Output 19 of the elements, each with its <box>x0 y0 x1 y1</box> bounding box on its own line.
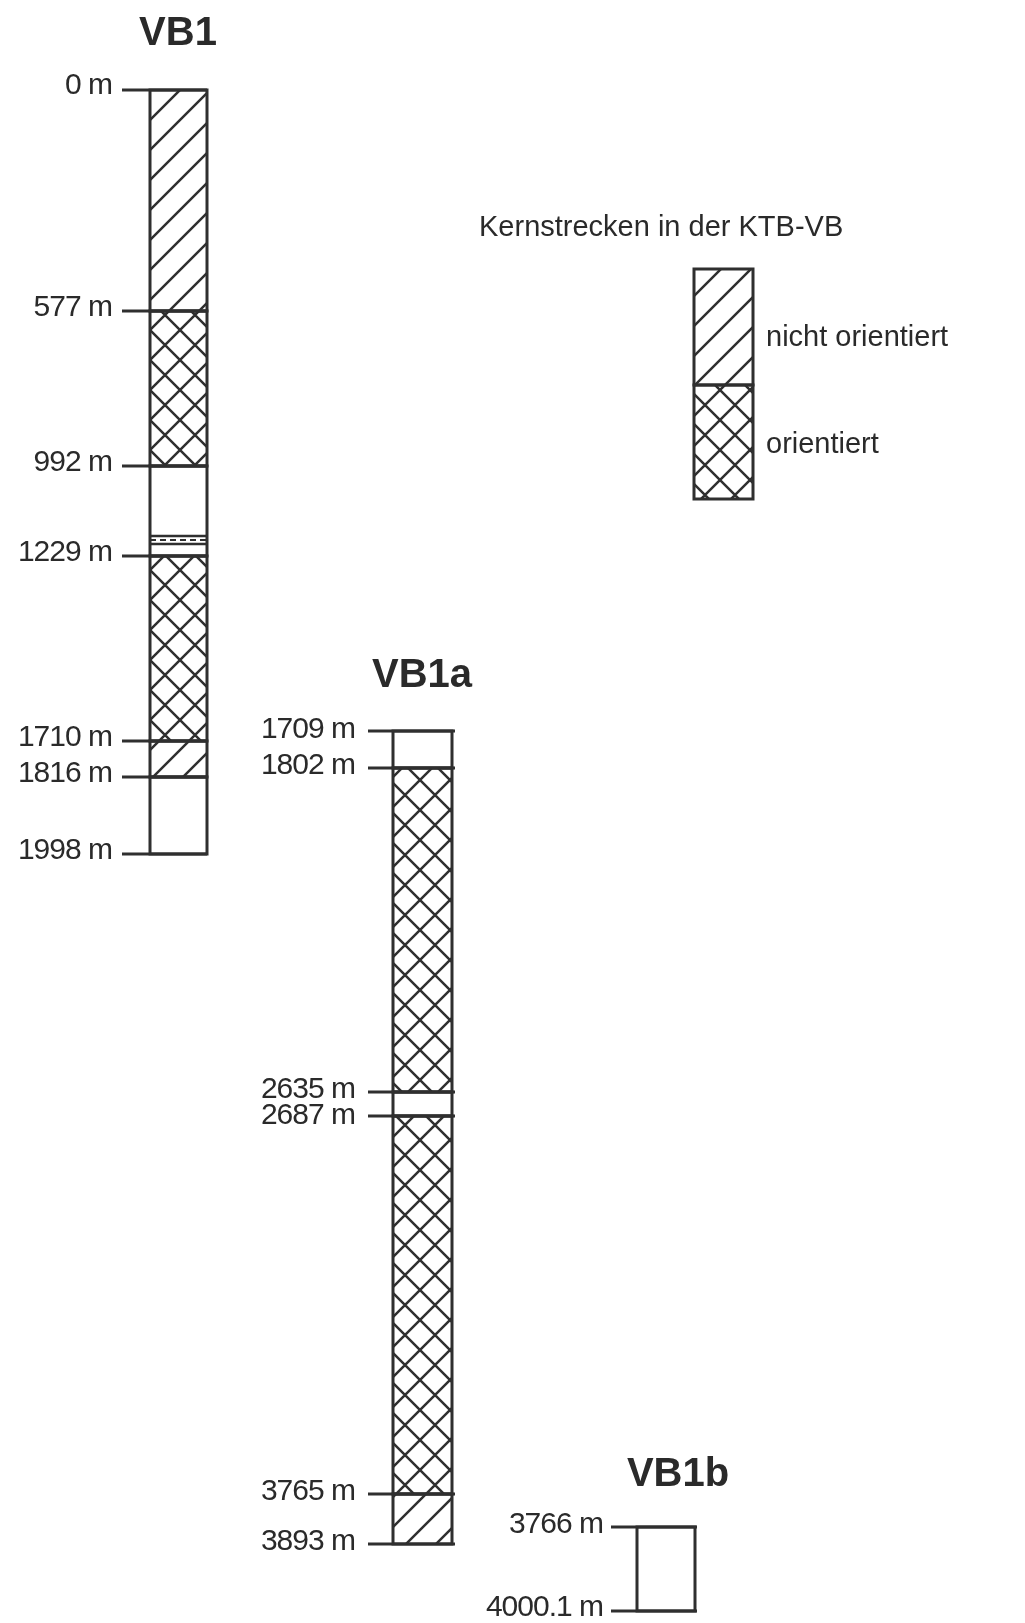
legend-title: Kernstrecken in der KTB-VB <box>479 211 844 241</box>
depth-label: 4000.1 m <box>485 1591 603 1621</box>
depth-label: 3893 m <box>260 1525 355 1555</box>
borehole-heading: VB1 <box>139 11 217 51</box>
depth-label: 577 m <box>33 291 112 321</box>
legend-label: orientiert <box>766 428 879 458</box>
depth-label: 0 m <box>65 69 112 99</box>
depth-label: 1998 m <box>17 834 112 864</box>
depth-label: 1802 m <box>260 749 355 779</box>
legend-label: nicht orientiert <box>766 321 949 351</box>
depth-label: 3765 m <box>260 1475 355 1505</box>
depth-label: 3766 m <box>508 1508 603 1538</box>
borehole-heading: VB1b <box>626 1452 730 1492</box>
depth-label: 1816 m <box>17 757 112 787</box>
depth-label: 1709 m <box>260 713 355 743</box>
depth-label: 1710 m <box>17 721 112 751</box>
depth-label: 992 m <box>33 446 112 476</box>
borehole-heading: VB1a <box>371 653 473 693</box>
depth-label: 1229 m <box>17 536 112 566</box>
